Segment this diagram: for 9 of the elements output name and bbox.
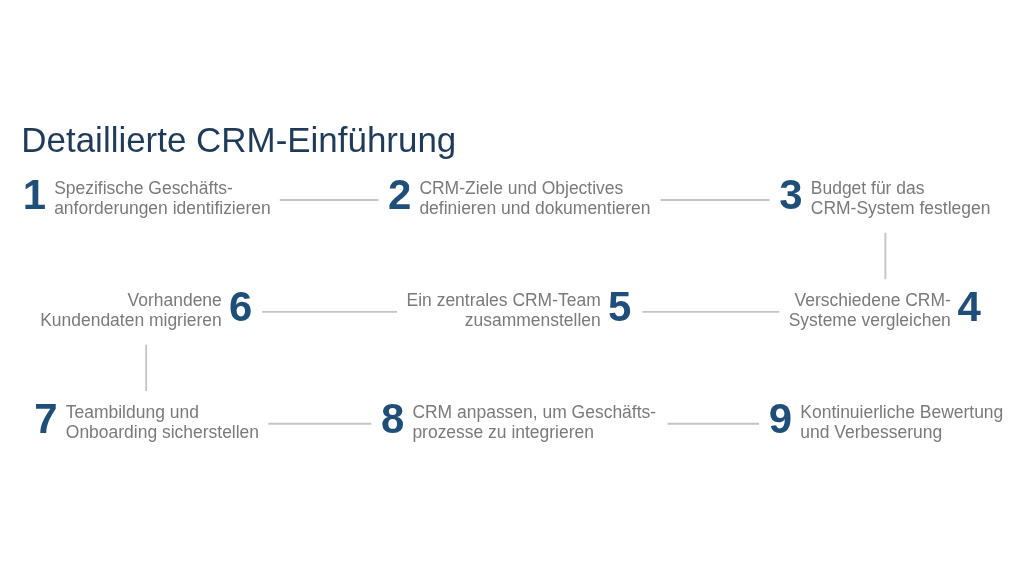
connector xyxy=(666,422,760,425)
connector xyxy=(267,422,373,425)
connector xyxy=(641,310,781,313)
connector xyxy=(261,310,398,313)
connector xyxy=(145,343,148,392)
connector xyxy=(278,199,380,201)
diagram-title: Detaillierte CRM-Einführung xyxy=(21,120,457,160)
connector xyxy=(884,231,887,281)
connector xyxy=(659,199,771,201)
